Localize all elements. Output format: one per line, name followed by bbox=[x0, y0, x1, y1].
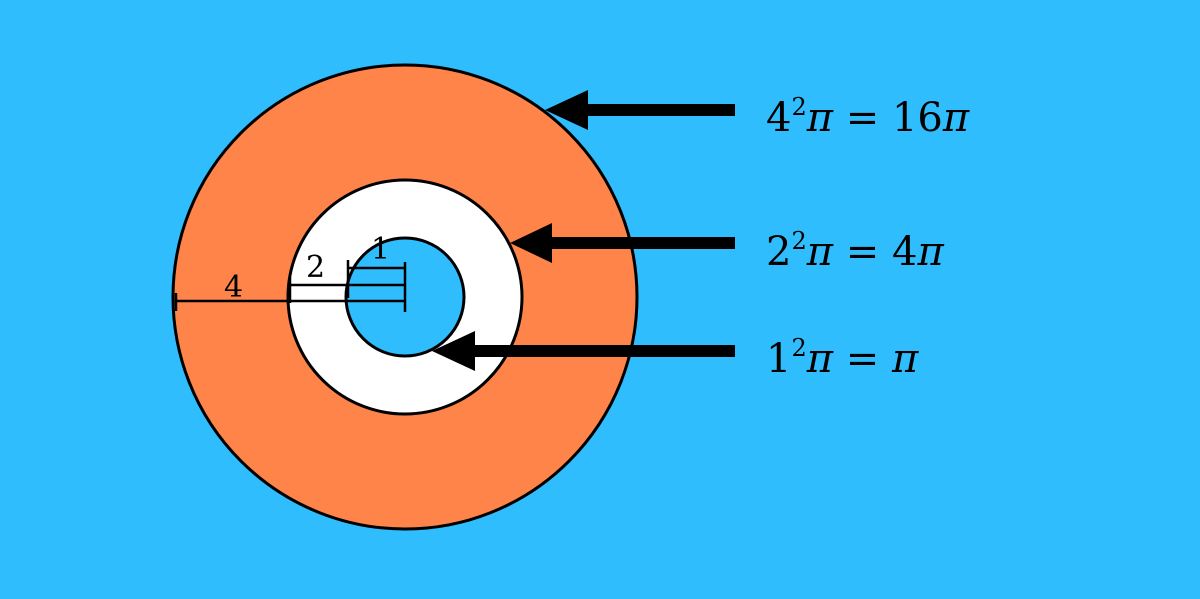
arrow-outer bbox=[545, 90, 735, 130]
radius-middle-label: 2 bbox=[306, 250, 325, 285]
equation-inner-rhs-pi: π bbox=[891, 336, 919, 382]
equation-outer-rhs-pi: π bbox=[942, 95, 970, 141]
equation-outer-equals: = bbox=[833, 95, 892, 141]
equation-middle-rhs-pi: π bbox=[916, 229, 944, 275]
radius-inner-label: 1 bbox=[371, 232, 390, 267]
equation-middle-base: 2 bbox=[766, 229, 791, 275]
equation-outer: 42π = 16π bbox=[766, 93, 970, 141]
equation-outer-base: 4 bbox=[766, 95, 791, 141]
equation-inner: 12π = π bbox=[766, 334, 919, 382]
equation-middle-rhs-number: 4 bbox=[892, 229, 917, 275]
radius-outer-label: 4 bbox=[224, 270, 243, 305]
equation-inner-base: 1 bbox=[766, 336, 791, 382]
arrow-inner bbox=[432, 331, 735, 371]
equation-outer-rhs-number: 16 bbox=[892, 95, 943, 141]
equation-middle-equals: = bbox=[833, 229, 892, 275]
equation-middle-exponent: 2 bbox=[791, 227, 806, 255]
equation-inner-exponent: 2 bbox=[791, 334, 806, 362]
equation-middle-pi: π bbox=[806, 229, 834, 275]
radius-inner-line bbox=[346, 260, 407, 312]
equation-outer-pi: π bbox=[806, 95, 834, 141]
equation-inner-equals: = bbox=[833, 336, 892, 382]
equation-inner-pi: π bbox=[806, 336, 834, 382]
equation-outer-exponent: 2 bbox=[791, 93, 806, 121]
equation-middle: 22π = 4π bbox=[766, 227, 944, 275]
arrow-middle bbox=[510, 223, 735, 263]
